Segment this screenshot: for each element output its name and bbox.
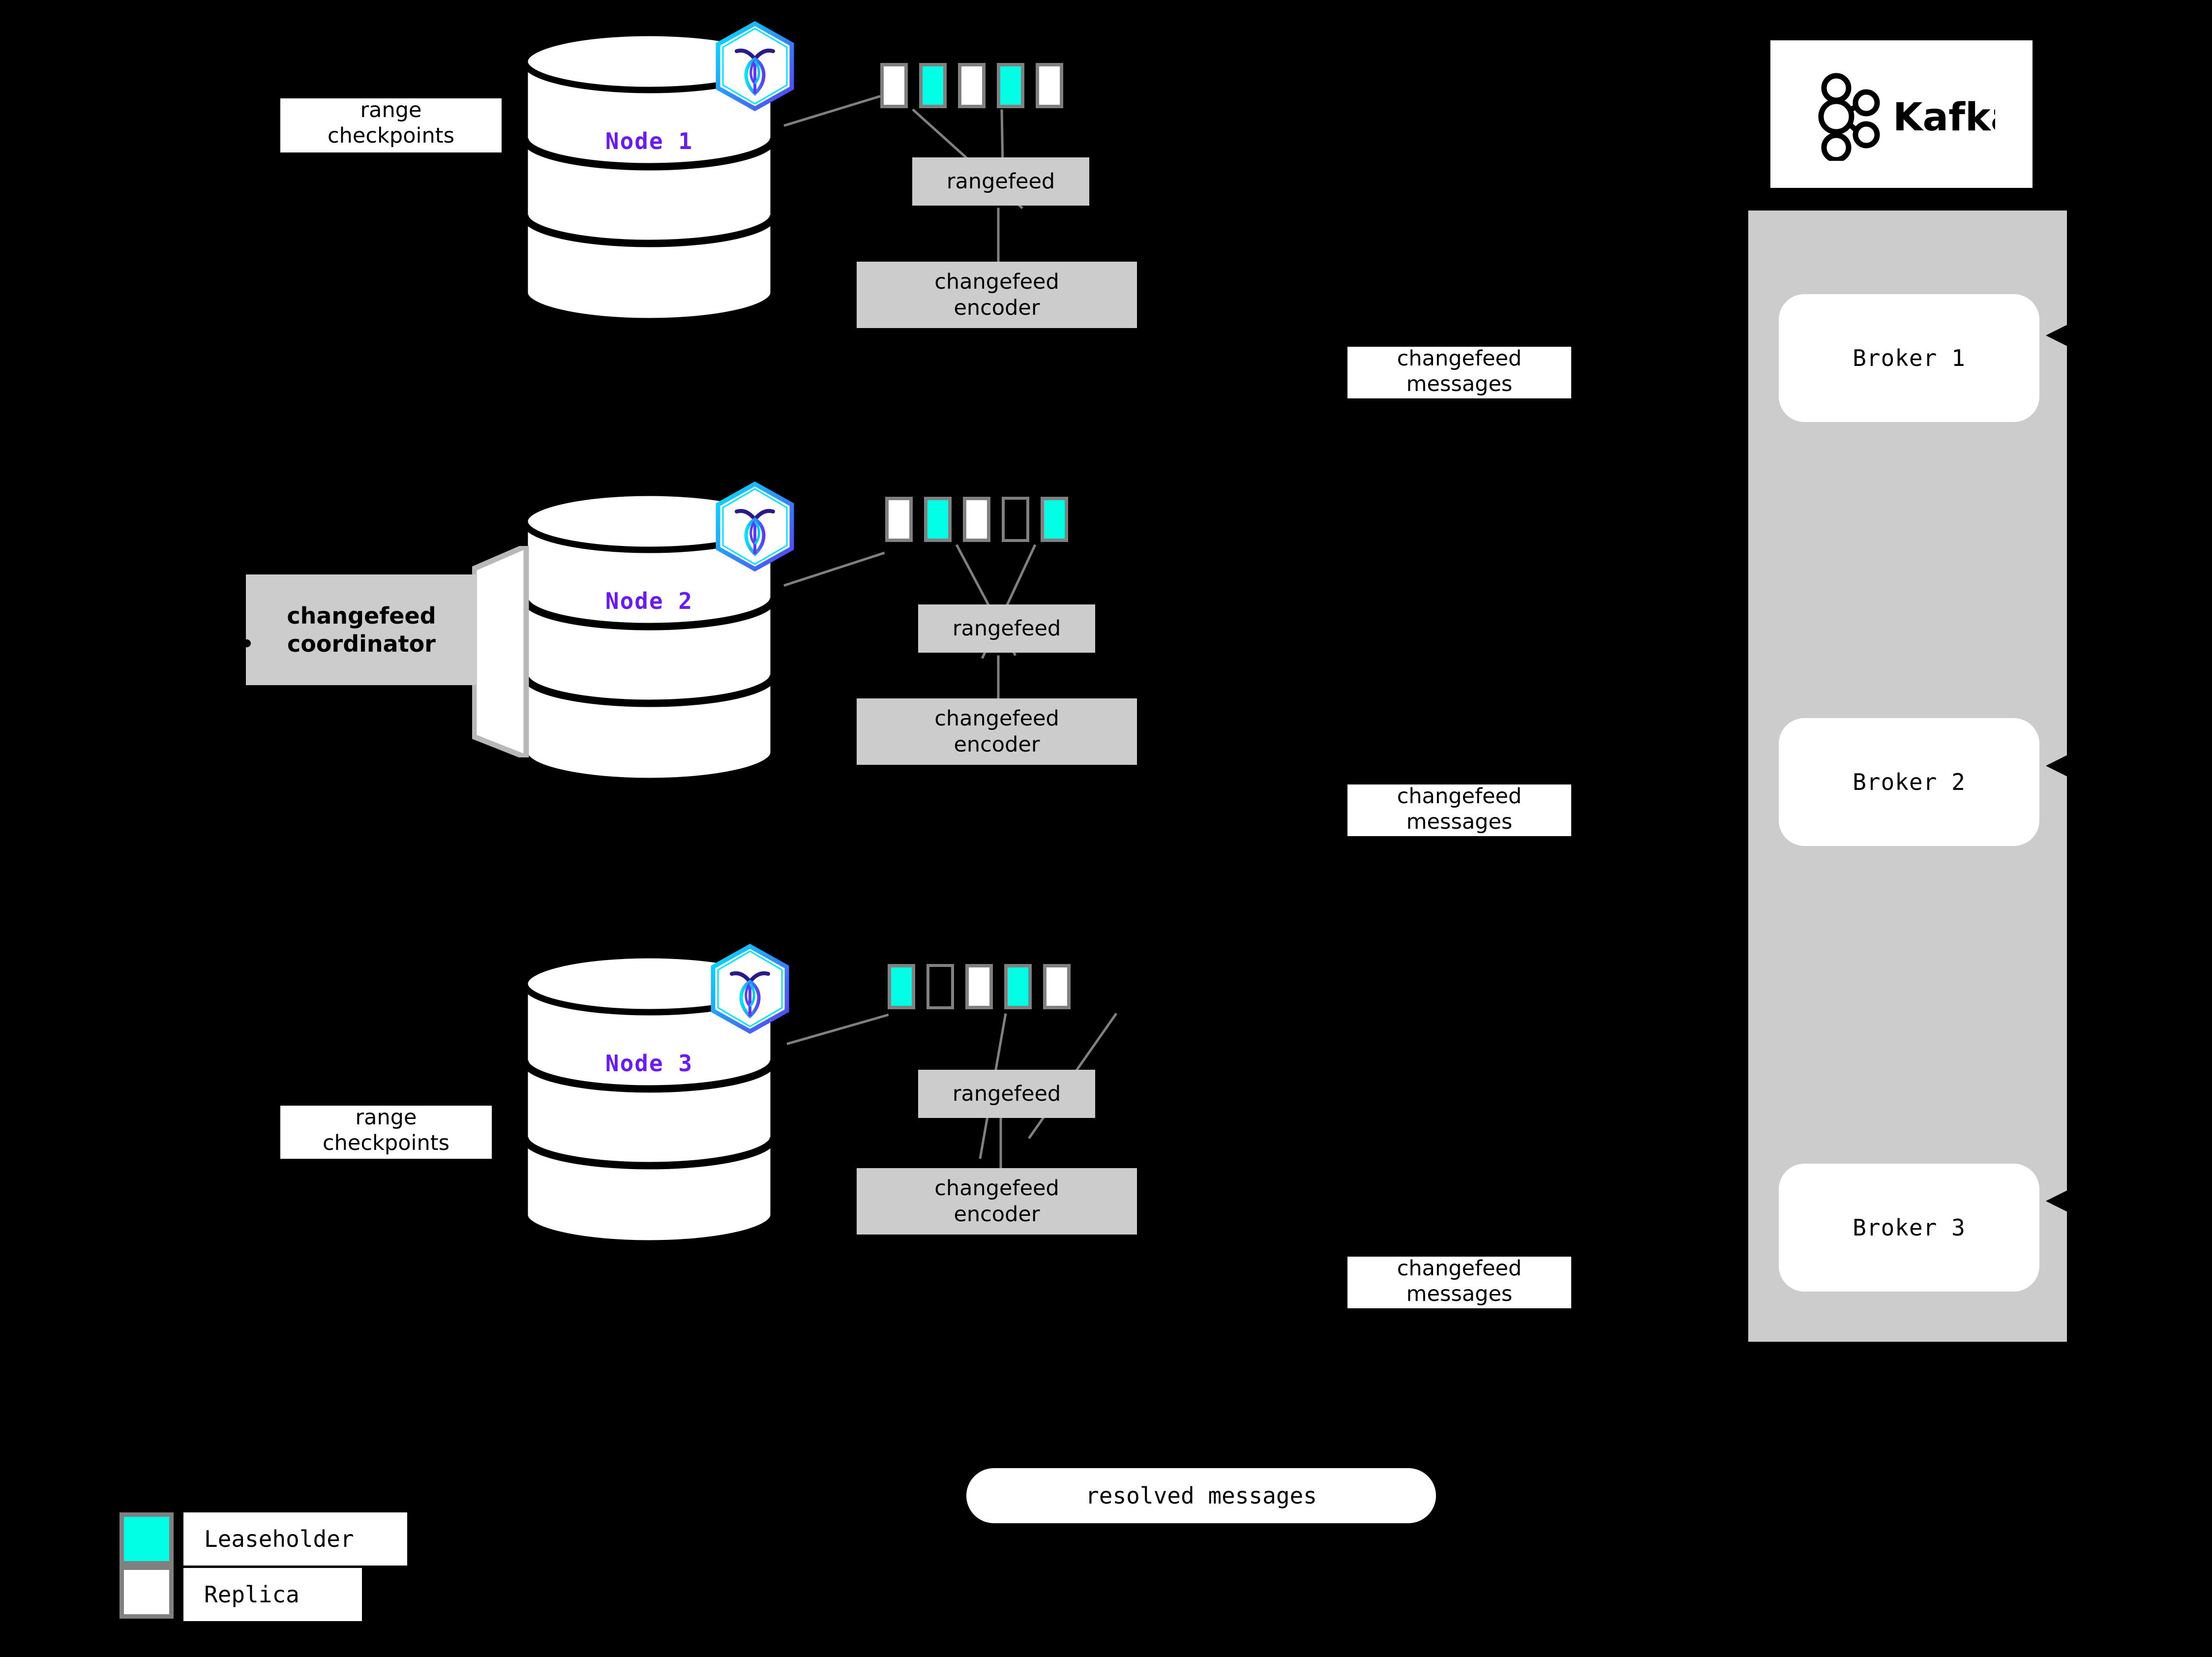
encoder-label-line1: changefeed (934, 270, 1059, 295)
range-box-replica[interactable] (965, 964, 993, 1009)
range-checkpoints-line1: range (360, 98, 422, 122)
legend-swatch-replica (120, 1566, 174, 1619)
changefeed-messages-label-2: changefeed messages (1347, 784, 1571, 836)
node-2-changefeed-encoder-box[interactable]: changefeed encoder (857, 698, 1137, 765)
coordinator-line2: coordinator (287, 630, 436, 657)
encoder-label-line2: encoder (954, 295, 1040, 320)
broker-1[interactable]: Broker 1 (1779, 294, 2039, 422)
changefeed-messages-line2: messages (1406, 810, 1513, 835)
legend-label-leaseholder: Leaseholder (183, 1512, 407, 1566)
node-1-rangefeed-box[interactable]: rangefeed (912, 157, 1089, 206)
legend-text: Leaseholder (204, 1526, 354, 1552)
changefeed-coordinator-banner: changefeed coordinator (246, 574, 477, 685)
resolved-messages-pill[interactable]: resolved messages (966, 1468, 1436, 1523)
cylinder-shape (521, 30, 777, 322)
encoder-label-line2: encoder (954, 1202, 1040, 1227)
legend-text: Replica (204, 1581, 299, 1608)
rangefeed-label: rangefeed (946, 169, 1055, 194)
inbound-arrow-icon (2046, 325, 2075, 354)
range-checkpoints-line2: checkpoints (323, 1131, 449, 1156)
kafka-logo-box: Kafka (1770, 40, 2033, 188)
cylinder-shape (521, 489, 777, 782)
node-1-cylinder: Node 1 (519, 27, 779, 322)
node-2-label: Node 2 (605, 588, 693, 614)
encoder-label-line1: changefeed (934, 1176, 1059, 1201)
inbound-arrow-icon (2046, 1190, 2075, 1220)
kafka-wordmark: Kafka (1893, 95, 1995, 140)
coordinator-pointer (471, 542, 531, 762)
range-checkpoints-line2: checkpoints (328, 123, 454, 149)
range-box-replica[interactable] (963, 497, 990, 542)
range-box-leaseholder[interactable] (924, 497, 952, 542)
changefeed-messages-label-1: changefeed messages (1347, 346, 1571, 398)
changefeed-messages-label-3: changefeed messages (1347, 1256, 1571, 1308)
node-2-range-list (885, 497, 1068, 542)
range-box-leaseholder[interactable] (1004, 964, 1032, 1009)
legend-swatch-leaseholder (120, 1512, 174, 1566)
inbound-arrow-icon (2046, 755, 2075, 784)
changefeed-messages-line2: messages (1406, 372, 1513, 397)
connector-node-to-ranges (783, 95, 881, 127)
node-3-label: Node 3 (605, 1050, 693, 1077)
range-box-leaseholder[interactable] (919, 63, 947, 108)
changefeed-messages-line1: changefeed (1397, 784, 1522, 809)
rangefeed-label: rangefeed (952, 1081, 1061, 1106)
range-box-empty[interactable] (927, 964, 954, 1009)
cockroachdb-hexagon-icon (713, 481, 797, 572)
range-box-replica[interactable] (1043, 964, 1071, 1009)
rangefeed-label: rangefeed (952, 616, 1061, 641)
node-3-rangefeed-box[interactable]: rangefeed (918, 1070, 1095, 1118)
node-2-rangefeed-box[interactable]: rangefeed (918, 604, 1095, 653)
broker-label: Broker 3 (1853, 1214, 1966, 1241)
changefeed-messages-line1: changefeed (1397, 1256, 1522, 1281)
broker-3[interactable]: Broker 3 (1779, 1164, 2039, 1292)
changefeed-messages-line2: messages (1406, 1282, 1513, 1307)
kafka-cluster-panel: Broker 1 Broker 2 Broker 3 (1748, 211, 2067, 1342)
resolved-messages-label: resolved messages (1085, 1482, 1317, 1509)
coordinator-anchor-dot (243, 639, 251, 647)
encoder-label-line2: encoder (954, 732, 1040, 757)
node-1-label: Node 1 (605, 128, 693, 154)
range-checkpoints-line1: range (355, 1105, 417, 1130)
connector-node-to-ranges (783, 551, 885, 587)
cockroachdb-hexagon-icon (708, 943, 792, 1034)
node-2-cylinder: Node 2 (519, 487, 779, 782)
connector-node-to-ranges (786, 1013, 889, 1045)
range-box-replica[interactable] (958, 63, 986, 108)
range-box-replica[interactable] (880, 63, 908, 108)
node-1-changefeed-encoder-box[interactable]: changefeed encoder (857, 262, 1137, 328)
range-box-leaseholder[interactable] (997, 63, 1024, 108)
range-box-leaseholder[interactable] (888, 964, 915, 1009)
coordinator-line1: changefeed (287, 603, 436, 630)
range-box-replica[interactable] (885, 497, 913, 542)
range-box-replica[interactable] (1036, 63, 1063, 108)
broker-2[interactable]: Broker 2 (1779, 718, 2039, 846)
changefeed-messages-line1: changefeed (1397, 346, 1522, 371)
range-box-empty[interactable] (1002, 497, 1029, 542)
node-3-changefeed-encoder-box[interactable]: changefeed encoder (857, 1168, 1137, 1235)
broker-label: Broker 2 (1853, 769, 1966, 795)
node-3-range-checkpoints-label: range checkpoints (280, 1105, 492, 1159)
node-1-range-checkpoints-label: range checkpoints (280, 98, 502, 152)
cockroachdb-hexagon-icon (713, 21, 797, 112)
range-box-leaseholder[interactable] (1041, 497, 1068, 542)
kafka-logo-icon: Kafka (1818, 73, 1995, 161)
node-1-range-list (880, 63, 1063, 108)
node-3-range-list (888, 964, 1071, 1009)
broker-label: Broker 1 (1853, 345, 1966, 371)
legend-label-replica: Replica (183, 1568, 362, 1621)
encoder-label-line1: changefeed (934, 706, 1059, 731)
